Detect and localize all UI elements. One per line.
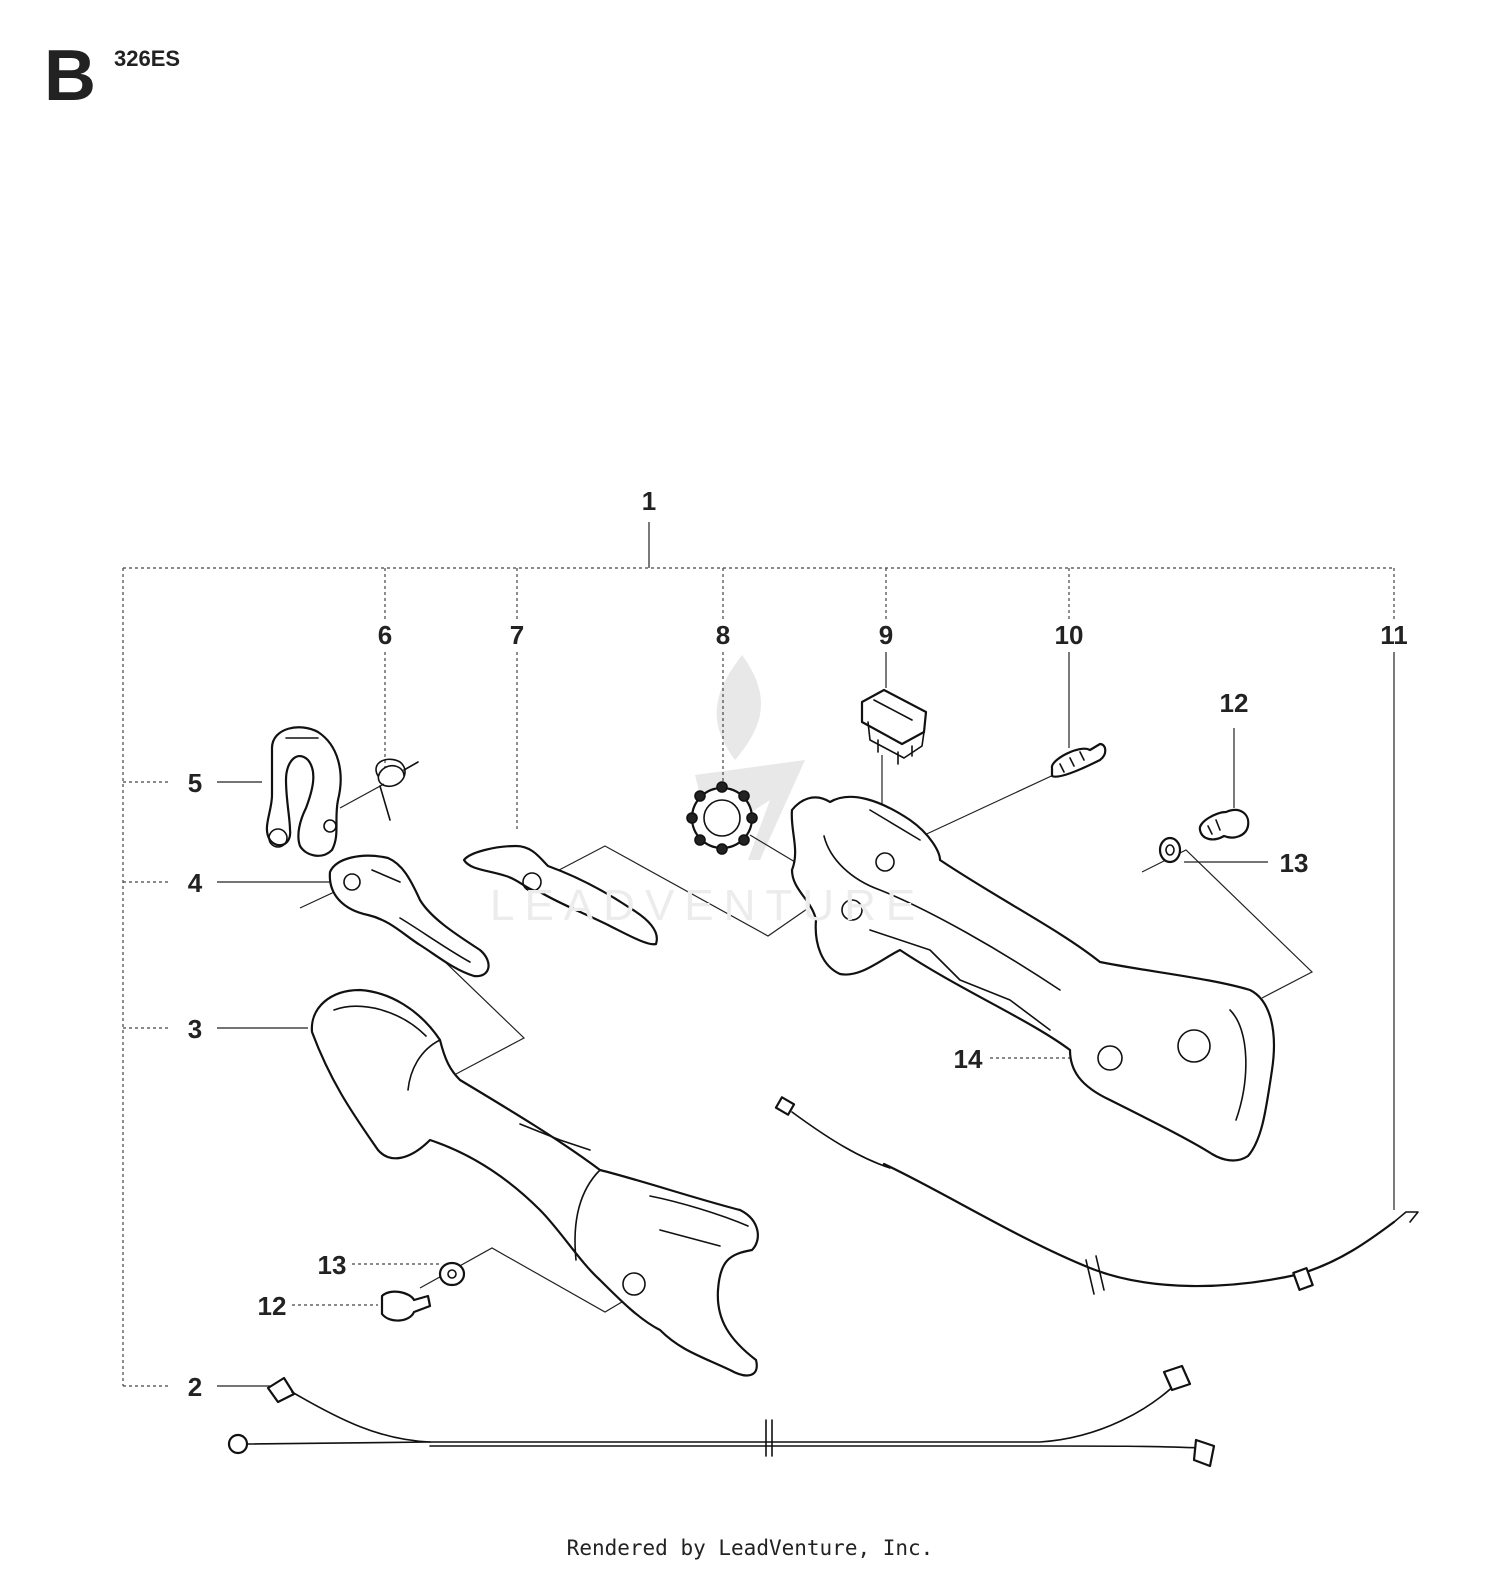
callout-12-lower: 12 [258, 1291, 287, 1321]
assembly-bracket [122, 522, 1395, 1387]
part-throttle-lever[interactable] [462, 844, 658, 946]
callout-13-upper: 13 [1280, 848, 1309, 878]
part-washer-13-lower[interactable] [438, 1261, 466, 1287]
part-handle-half[interactable] [790, 795, 1276, 1162]
callout-4: 4 [188, 868, 203, 898]
callout-numbers: 1 2 3 4 5 6 7 8 9 10 11 12 12 13 13 14 [188, 486, 1408, 1402]
section-letter: B [44, 36, 96, 116]
callout-10: 10 [1055, 620, 1084, 650]
callout-8: 8 [716, 620, 730, 650]
callout-11: 11 [1380, 620, 1408, 650]
callout-6: 6 [378, 620, 392, 650]
callout-9: 9 [879, 620, 893, 650]
callout-7: 7 [510, 620, 524, 650]
part-throttle-lockout[interactable] [265, 726, 342, 857]
part-torsion-spring[interactable] [375, 758, 419, 821]
part-rubber-grommet[interactable] [686, 781, 758, 855]
part-handle-cover[interactable] [310, 988, 759, 1377]
part-screw-12-upper[interactable] [1198, 808, 1250, 841]
callout-13-lower: 13 [318, 1250, 347, 1280]
watermark-text: LEADVENTURE [490, 881, 925, 930]
leader-lines [217, 652, 1395, 1387]
model-label: 326ES [114, 46, 181, 71]
footer-credit: Rendered by LeadVenture, Inc. [566, 1536, 934, 1560]
part-washer-13-upper[interactable] [1158, 836, 1182, 864]
part-throttle-trigger[interactable] [328, 854, 490, 978]
callout-3: 3 [188, 1014, 202, 1044]
part-wiring-harness[interactable] [227, 1364, 1216, 1468]
callout-14: 14 [954, 1044, 983, 1074]
callout-1: 1 [642, 486, 656, 516]
part-screw-10[interactable] [1050, 742, 1107, 778]
callout-2: 2 [188, 1372, 202, 1402]
callout-12-upper: 12 [1220, 688, 1249, 718]
part-stop-switch[interactable] [860, 688, 928, 765]
part-screw-12-lower[interactable] [380, 1290, 432, 1322]
part-throttle-cable[interactable] [774, 1096, 1419, 1295]
callout-5: 5 [188, 768, 202, 798]
